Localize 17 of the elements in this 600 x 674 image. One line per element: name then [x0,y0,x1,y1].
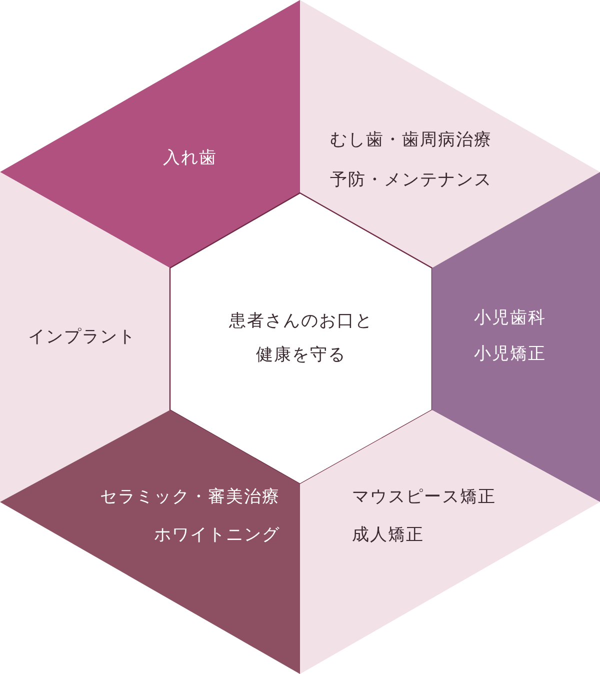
segment-label: インプラント [28,326,136,348]
segment-label: 小児矯正 [474,343,546,365]
segment-label: 入れ歯 [163,147,217,169]
hexagon-segment [300,410,600,674]
segment-label: 予防・メンテナンス [330,169,492,191]
hexagon-segment [300,0,600,268]
center-label: 患者さんのお口と健康を守る [228,310,374,367]
hexagon-segment [0,172,170,502]
segment-label: 成人矯正 [352,524,424,546]
hexagon-segment [0,0,300,268]
segment-label: セラミック・審美治療 [100,486,280,508]
segment-label: むし歯・歯周病治療 [330,129,492,151]
segment-label: ホワイトニング [154,524,280,546]
segment-label: 小児歯科 [474,307,546,329]
segment-label: マウスピース矯正 [352,486,496,508]
center-hexagon [170,193,432,484]
hexagon-segment [0,410,300,674]
